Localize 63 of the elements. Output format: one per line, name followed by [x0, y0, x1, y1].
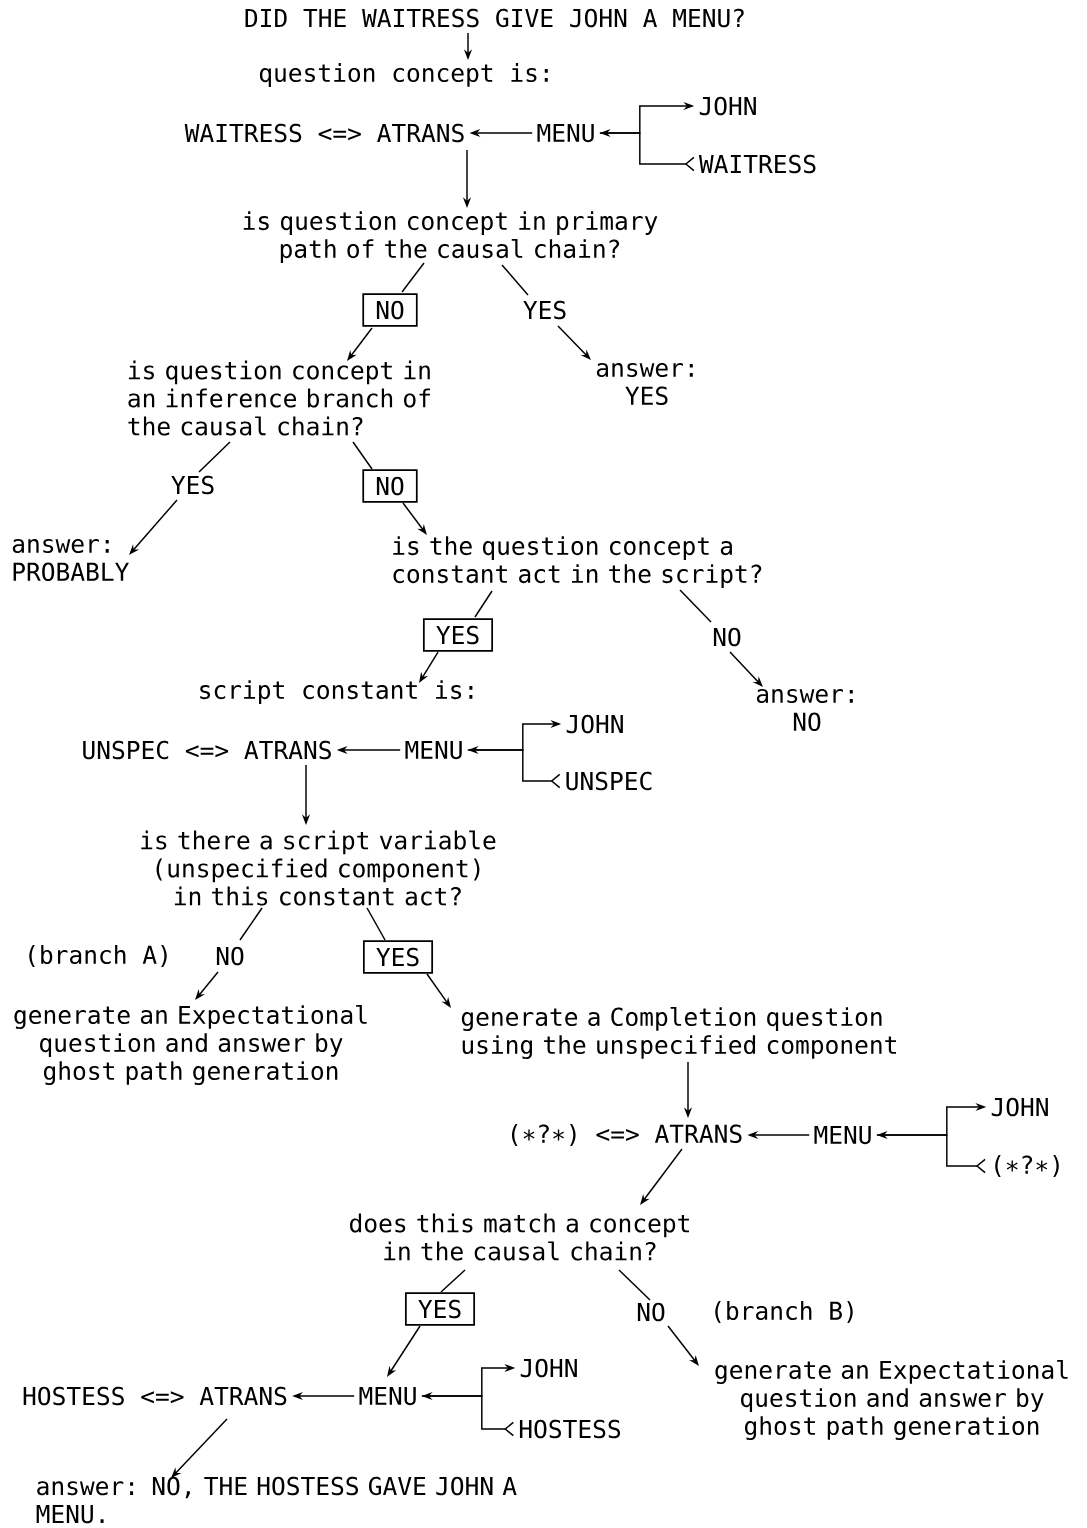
- concept-text: MENU: [537, 123, 594, 143]
- arrow: [640, 1148, 683, 1205]
- concept-text: (∗?∗) <=> ATRANS: [511, 1124, 742, 1146]
- arrow: [347, 327, 373, 361]
- concept-text: MENU: [359, 1386, 416, 1406]
- step-text: script constant is:: [200, 680, 473, 704]
- connector-line: [474, 590, 493, 618]
- concept-text: MENU: [405, 740, 462, 760]
- connector-line: [239, 907, 263, 941]
- question-text: is the question concept a constant act in the script?: [393, 536, 762, 588]
- branch-label: NO: [637, 1302, 665, 1322]
- boxed-answer: YES: [363, 940, 434, 974]
- arrow: [426, 973, 451, 1008]
- connector-line: [401, 262, 425, 293]
- arrow: [402, 502, 427, 535]
- answer-text: answer: PROBABLY: [12, 538, 129, 582]
- concept-text: HOSTESS <=> ATRANS: [23, 1386, 287, 1406]
- question-text: is there a script variable (unspecified component) in this constant act?: [141, 830, 496, 906]
- branch-note: (branch A): [29, 945, 167, 967]
- branch-note: (branch B): [715, 1301, 853, 1323]
- boxed-answer: NO: [362, 469, 418, 503]
- concept-text: JOHN: [520, 1358, 577, 1378]
- arrow: [557, 325, 591, 360]
- concept-text: HOSTESS: [519, 1419, 621, 1439]
- question-text: is question concept in an inference branch of the causal chain?: [128, 360, 430, 436]
- concept-text: WAITRESS: [698, 154, 816, 174]
- answer-text: answer: NO: [756, 688, 853, 732]
- arrow: [129, 499, 178, 555]
- question-text: does this match a concept in the causal chain?: [350, 1213, 689, 1261]
- branch-label: NO: [713, 627, 741, 647]
- connector-line: [366, 907, 386, 941]
- answer-text: answer: NO, THE HOSTESS GAVE JOHN A MENU.: [36, 1476, 517, 1524]
- question-text: DID THE WAITRESS GIVE JOHN A MENU?: [245, 8, 744, 28]
- concept-text: JOHN: [991, 1097, 1048, 1117]
- connector-line: [352, 441, 373, 470]
- action-text: generate a Completion question using the unspecified component: [461, 1007, 896, 1060]
- question-text: is question concept in primary path of the causal chain?: [243, 211, 658, 263]
- action-text: generate an Expectational question and answer by ghost path generation: [14, 1005, 367, 1086]
- boxed-answer: NO: [362, 293, 418, 327]
- connector-line: [501, 264, 529, 296]
- arrow: [195, 971, 219, 1000]
- concept-text: WAITRESS <=> ATRANS: [184, 123, 464, 143]
- step-text: question concept is:: [259, 63, 548, 87]
- action-text: generate an Expectational question and answer by ghost path generation: [715, 1360, 1068, 1441]
- connector-line: [198, 441, 231, 473]
- concept-text: UNSPEC: [566, 771, 652, 791]
- concept-text: UNSPEC <=> ATRANS: [83, 740, 331, 760]
- boxed-answer: YES: [423, 618, 494, 652]
- boxed-answer: YES: [405, 1292, 476, 1326]
- arrow: [171, 1418, 228, 1478]
- branch-label: YES: [523, 300, 566, 320]
- branch-label: YES: [171, 475, 214, 495]
- connector-line: [440, 1269, 466, 1293]
- branch-label: NO: [216, 946, 244, 966]
- connector-line: [679, 589, 712, 623]
- concept-text: (∗?∗): [995, 1155, 1059, 1177]
- concept-text: JOHN: [566, 714, 623, 734]
- concept-text: MENU: [814, 1125, 871, 1145]
- arrow: [667, 1325, 699, 1366]
- arrow: [729, 651, 763, 687]
- answer-text: answer: YES: [596, 362, 693, 406]
- concept-text: JOHN: [699, 96, 756, 116]
- connector-line: [618, 1269, 651, 1301]
